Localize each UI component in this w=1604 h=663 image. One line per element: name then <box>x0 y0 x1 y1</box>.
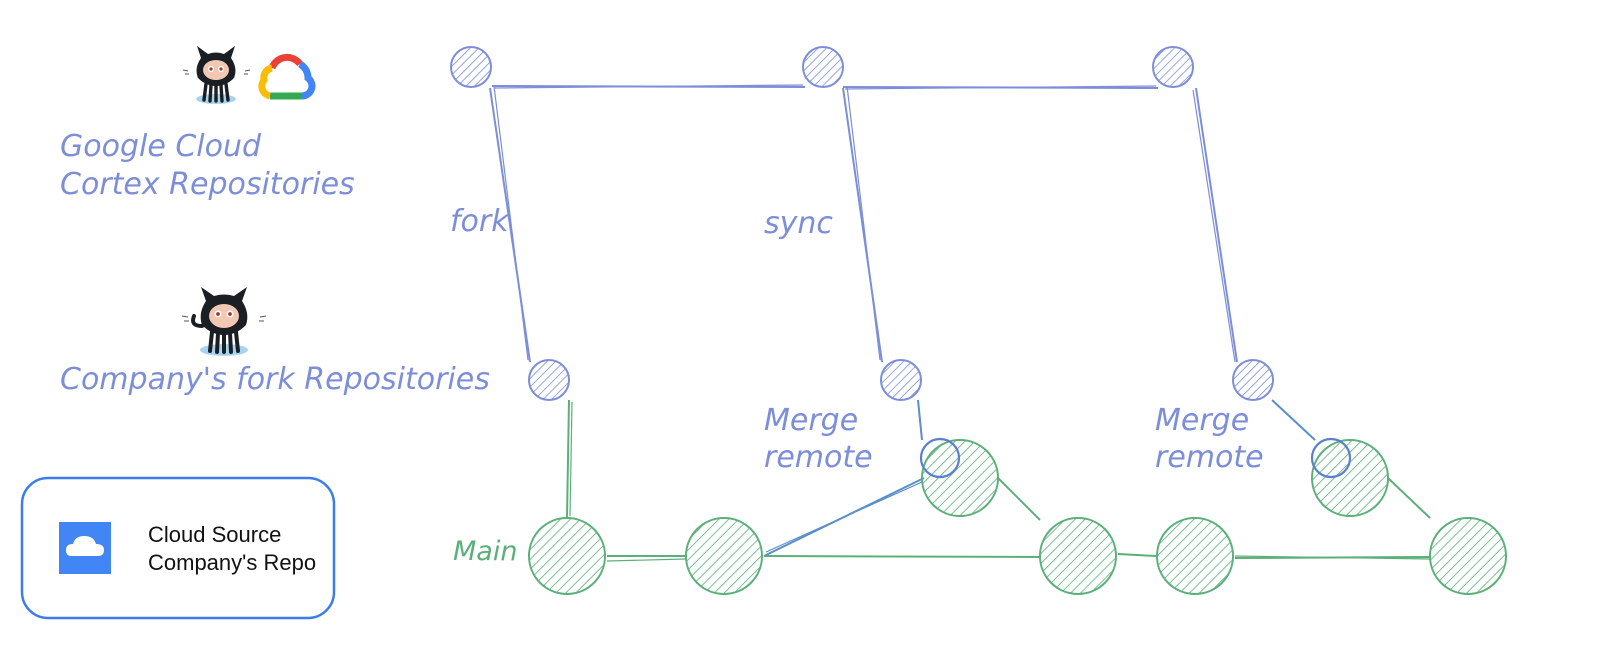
main-edge-1-2-sketch <box>606 558 687 562</box>
feature-2-to-main-edge <box>1387 477 1431 519</box>
fork-edge-label: fork <box>450 204 510 239</box>
main-commit-5 <box>1429 517 1507 595</box>
upstream-edge-1-2-sketch <box>493 84 804 89</box>
google-cloud-icon <box>258 53 316 100</box>
fork-commit-2 <box>880 359 922 401</box>
upstream-edge-2-3-sketch <box>844 85 1157 90</box>
cloud-icon <box>59 522 111 574</box>
github-octocat-icon <box>182 46 251 104</box>
sync-edge-2 <box>1195 87 1238 363</box>
upstream-commit-1 <box>450 46 492 88</box>
main-commit-3 <box>1039 517 1117 595</box>
sync-edge <box>842 87 883 363</box>
main-edge-4-5-sketch <box>1234 555 1431 560</box>
repo-box-line1: Cloud Source <box>148 522 281 547</box>
fork-sync-edges <box>489 85 1238 363</box>
upstream-commit-3 <box>1152 46 1194 88</box>
sync-edge-label: sync <box>764 206 833 241</box>
repo-box-line2: Company's Repo <box>148 550 316 575</box>
upstream-commit-2 <box>802 46 844 88</box>
main-commit-4 <box>1156 517 1234 595</box>
sync-edge-sketch <box>846 85 881 361</box>
feature-1-to-main-edge <box>997 477 1041 521</box>
fork-title: Company's fork Repositories <box>60 362 490 397</box>
fork-commit-3 <box>1232 359 1274 401</box>
main-edge-2-3 <box>763 555 1041 558</box>
merge-label-1-line2: remote <box>764 440 873 475</box>
merge-edge-1-down <box>917 399 923 441</box>
main-edges <box>566 399 1431 562</box>
github-octocat-icon <box>181 287 267 356</box>
merge-edges <box>763 399 1316 557</box>
fork-to-main-edge <box>566 399 570 519</box>
main-branch-label: Main <box>453 536 517 567</box>
main-commit-1 <box>528 517 606 595</box>
upstream-edges <box>491 84 1159 90</box>
fork-edge-sketch <box>493 85 529 361</box>
fork-edge <box>489 87 531 363</box>
sync-edge-2-sketch <box>1192 89 1236 363</box>
feature-commit-1 <box>921 439 999 517</box>
main-commit-2 <box>685 517 763 595</box>
merge-label-2-line1: Merge <box>1155 403 1249 438</box>
cloud-source-repo-box: Cloud Source Company's Repo <box>20 476 336 620</box>
main-edge-3-4 <box>1117 553 1157 557</box>
feature-commit-2 <box>1311 439 1389 517</box>
fork-commit-1 <box>528 359 570 401</box>
fork-to-main-edge-sketch <box>569 401 573 517</box>
merge-edge-1-to-main-sketch <box>765 481 923 553</box>
merge-edge-2-down <box>1271 399 1316 441</box>
merge-label-2-line2: remote <box>1155 440 1264 475</box>
upstream-title-line2: Cortex Repositories <box>60 167 355 202</box>
upstream-title-line1: Google Cloud <box>60 129 262 164</box>
merge-remote-marker-1 <box>919 437 961 479</box>
merge-label-1-line1: Merge <box>764 403 858 438</box>
merge-remote-marker-2 <box>1310 437 1352 479</box>
